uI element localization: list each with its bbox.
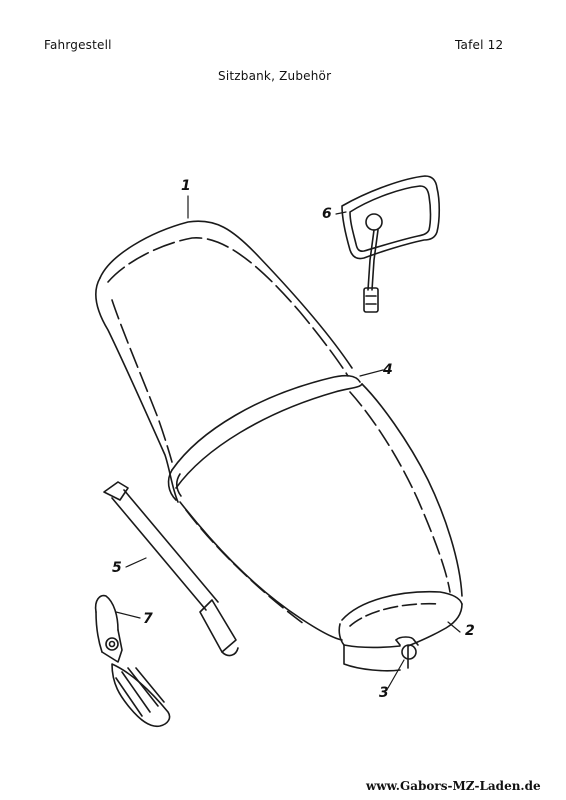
callout-4: 4 (383, 362, 393, 378)
hand-grip-drawing (94, 594, 171, 728)
page-title: Sitzbank, Zubehör (218, 69, 332, 83)
knob-drawing (395, 636, 419, 660)
grab-strap-drawing (167, 374, 363, 501)
rod-drawing (103, 481, 239, 657)
callout-6: 6 (322, 206, 332, 222)
callout-2: 2 (465, 623, 475, 639)
mirror-drawing (341, 175, 441, 313)
website-url: www.Gabors-MZ-Laden.de (366, 779, 541, 793)
callout-5: 5 (112, 560, 122, 576)
section-label: Fahrgestell (44, 38, 112, 52)
callout-7: 7 (143, 611, 153, 627)
callout-1: 1 (181, 178, 191, 194)
leader-lines (115, 195, 461, 689)
seat-drawing (95, 220, 463, 672)
plate-number: Tafel 12 (455, 38, 504, 52)
seat-rear-cover-drawing (338, 590, 463, 672)
callout-3: 3 (379, 685, 389, 701)
